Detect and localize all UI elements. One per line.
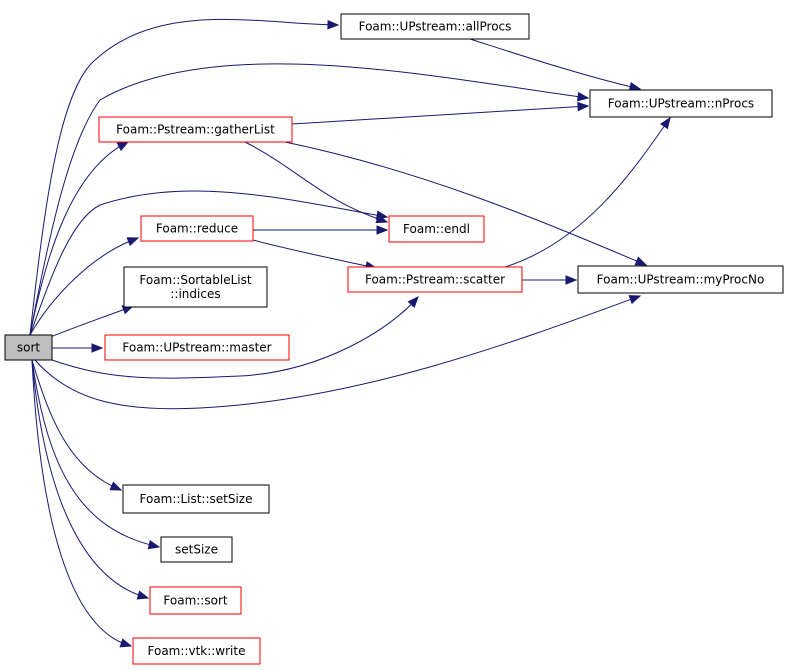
node-vtkWrite[interactable]: Foam::vtk::write xyxy=(132,637,261,665)
node-label: Foam::UPstream::allProcs xyxy=(359,20,512,34)
node-label: Foam::vtk::write xyxy=(148,644,246,658)
node-box xyxy=(340,13,530,40)
edge-sort-root-to-allProcs-arrowhead xyxy=(327,20,340,30)
edge-sort-root-to-setSize-arrowhead xyxy=(147,540,161,550)
node-endl[interactable]: Foam::endl xyxy=(388,215,485,243)
edge-sort-root-to-indices xyxy=(47,305,134,339)
edges-layer xyxy=(29,18,671,648)
node-scatter[interactable]: Foam::Pstream::scatter xyxy=(347,266,523,293)
node-setSize[interactable]: setSize xyxy=(160,536,233,563)
node-label: Foam::sort xyxy=(163,594,227,608)
node-listSetSize[interactable]: Foam::List::setSize xyxy=(122,484,270,514)
node-label: sort xyxy=(17,341,41,355)
edge-sort-root-to-listSetSize xyxy=(31,359,122,491)
edge-gatherList-to-endl-arrowhead xyxy=(375,214,389,224)
node-label: Foam::reduce xyxy=(156,222,238,236)
edge-sort-root-to-setSize xyxy=(31,359,160,548)
node-foamSort[interactable]: Foam::sort xyxy=(149,586,242,615)
edge-allProcs-to-nProcs-arrowhead xyxy=(628,81,642,92)
node-label: Foam::SortableList xyxy=(139,273,252,287)
nodes-layer: sort Foam::UPstream::allProcsFoam::UPstre… xyxy=(4,13,784,665)
node-label: setSize xyxy=(175,543,218,557)
edge-allProcs-to-nProcs xyxy=(469,38,641,90)
edge-sort-root-to-vtkWrite-arrowhead xyxy=(119,638,133,648)
node-allProcs[interactable]: Foam::UPstream::allProcs xyxy=(340,13,530,40)
edge-sort-root-to-myProcNo xyxy=(34,295,641,410)
node-box xyxy=(123,266,268,308)
edge-sort-root-to-nProcs-arrowhead xyxy=(576,91,590,102)
edge-sort-root-to-nProcs xyxy=(29,63,589,336)
node-label: Foam::endl xyxy=(403,222,470,236)
edge-reduce-to-endl-arrowhead xyxy=(376,225,389,235)
edge-sort-root-to-scatter xyxy=(51,296,419,379)
edge-sort-root-to-reduce-arrowhead xyxy=(126,237,140,247)
node-box xyxy=(4,334,53,361)
node-label: Foam::UPstream::nProcs xyxy=(608,97,754,111)
edge-scatter-to-nProcs xyxy=(504,117,671,268)
node-box xyxy=(149,586,242,615)
edge-sort-root-to-gatherList xyxy=(29,141,129,336)
node-label: Foam::UPstream::master xyxy=(122,341,271,355)
node-box xyxy=(98,116,293,143)
edge-sort-root-to-vtkWrite xyxy=(31,359,132,647)
edge-gatherList-to-myProcNo-arrowhead xyxy=(634,256,648,266)
node-indices[interactable]: Foam::SortableList::indices xyxy=(123,266,268,308)
edge-sort-root-to-foamSort xyxy=(31,359,149,599)
node-box xyxy=(160,536,233,563)
edge-gatherList-to-endl xyxy=(244,141,388,223)
node-label: ::indices xyxy=(170,287,220,301)
node-box xyxy=(122,484,270,514)
node-label: Foam::Pstream::scatter xyxy=(365,273,505,287)
node-box xyxy=(140,215,254,242)
edge-sort-root-to-listSetSize-arrowhead xyxy=(109,481,123,491)
node-label: Foam::List::setSize xyxy=(140,492,253,506)
node-box xyxy=(577,265,784,294)
node-nProcs[interactable]: Foam::UPstream::nProcs xyxy=(589,89,773,118)
node-box xyxy=(347,266,523,293)
edge-sort-root-to-master-arrowhead xyxy=(91,343,104,353)
node-sort-root[interactable]: sort xyxy=(4,334,53,361)
edge-sort-root-to-foamSort-arrowhead xyxy=(136,590,150,600)
edge-scatter-to-nProcs-arrowhead xyxy=(660,116,671,130)
node-box xyxy=(104,334,290,361)
edge-sort-root-to-scatter-arrowhead xyxy=(407,295,419,308)
node-label: Foam::UPstream::myProcNo xyxy=(597,273,765,287)
node-box xyxy=(589,89,773,118)
edge-sort-root-to-gatherList-arrowhead xyxy=(116,141,130,152)
node-box xyxy=(388,215,485,243)
edge-gatherList-to-nProcs xyxy=(291,105,589,125)
edge-reduce-to-scatter xyxy=(252,239,377,269)
edge-sort-root-to-allProcs xyxy=(29,18,339,336)
node-master[interactable]: Foam::UPstream::master xyxy=(104,334,290,361)
node-label: Foam::Pstream::gatherList xyxy=(116,123,275,137)
edge-sort-root-to-reduce xyxy=(29,237,139,336)
node-box xyxy=(132,637,261,665)
node-reduce[interactable]: Foam::reduce xyxy=(140,215,254,242)
edge-sort-root-to-endl xyxy=(29,190,388,336)
edge-gatherList-to-myProcNo xyxy=(284,141,647,266)
node-gatherList[interactable]: Foam::Pstream::gatherList xyxy=(98,116,293,143)
edge-scatter-to-myProcNo-arrowhead xyxy=(565,275,578,285)
edge-sort-root-to-myProcNo-arrowhead xyxy=(628,295,642,305)
node-myProcNo[interactable]: Foam::UPstream::myProcNo xyxy=(577,265,784,294)
edge-gatherList-to-nProcs-arrowhead xyxy=(577,101,590,112)
